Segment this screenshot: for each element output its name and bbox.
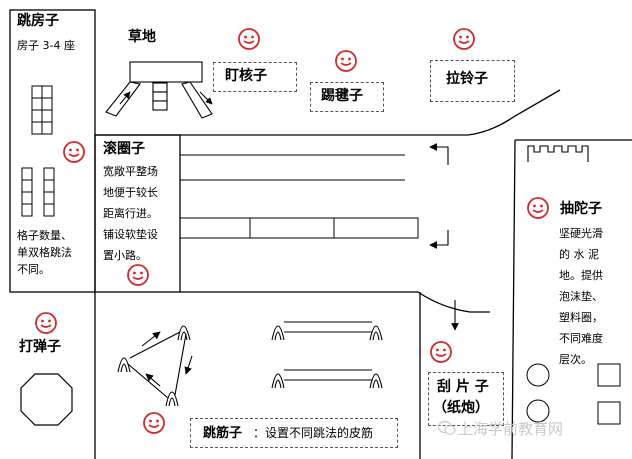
smiley-icon: [527, 197, 549, 219]
watermark-text: 上海学前教育网: [458, 420, 564, 438]
caodi-title: 草地: [128, 29, 156, 45]
smiley-icon: [238, 28, 260, 50]
wechat-icon: [438, 420, 456, 435]
chou-tuozi-note-4: 泡沫垫、: [559, 290, 603, 303]
smiley-icon: [335, 50, 357, 72]
gua-pianzi-title: 刮 片 子: [437, 379, 489, 395]
smiley-icon: [127, 264, 149, 286]
chou-tuozi-note-1: 坚硬光滑: [559, 227, 603, 240]
road-top-boundary: [95, 89, 561, 136]
ding-hezi-box: 盯核子: [213, 62, 297, 92]
chou-tuozi-note-2: 的 水 泥: [559, 248, 599, 261]
chou-tuozi-note-5: 塑料圈，: [559, 311, 603, 324]
tiao-jinzi-title: 跳筋子: [203, 426, 243, 441]
tiao-fangzi-title: 跳房子: [17, 13, 59, 29]
tiao-jinzi-note: ：设置不同跳法的皮筋: [253, 426, 374, 440]
smiley-icon: [430, 341, 452, 363]
chou-tuozi-note-6: 不同难度: [559, 332, 603, 345]
gun-quanzi-track: [179, 217, 419, 239]
caodi-platform: [129, 61, 203, 83]
gun-quanzi-note-5: 置小路。: [103, 249, 147, 262]
chou-tuozi-title: 抽陀子: [560, 201, 602, 217]
smiley-icon: [35, 312, 57, 334]
gun-quanzi-title: 滚圈子: [103, 141, 145, 157]
gun-quanzi-note-2: 地便于较长: [103, 186, 158, 199]
ti-jianzi-box: 踢毽子: [310, 82, 384, 112]
ding-hezi-title: 盯核子: [225, 68, 267, 84]
la-lingzi-box: 拉铃子: [430, 60, 515, 102]
smiley-icon: [63, 141, 85, 163]
castle-icon: [527, 145, 589, 162]
chou-tuozi-note-7: 层次。: [559, 353, 592, 366]
gun-quanzi-note-1: 宽敞平整场: [103, 165, 158, 178]
tiao-fangzi-subtitle: 房子 3-4 座: [17, 39, 75, 52]
smiley-icon: [143, 412, 165, 434]
tiao-fangzi-note-2: 单双格跳法: [17, 246, 72, 259]
da-danzi-octagon: [20, 373, 73, 426]
gua-pianzi-subtitle: （纸炮）: [433, 400, 489, 416]
smiley-icon: [453, 28, 475, 50]
tiao-fangzi-note-1: 格子数量、: [17, 229, 72, 242]
ti-jianzi-title: 踢毽子: [321, 88, 363, 104]
gua-pianzi-box: 刮 片 子 （纸炮）: [428, 372, 504, 426]
la-lingzi-title: 拉铃子: [446, 71, 488, 87]
gun-quanzi-note-4: 铺设软垫设: [103, 228, 158, 241]
road-right-edge: [417, 291, 490, 313]
tiao-fangzi-note-3: 不同。: [17, 263, 50, 276]
chou-tuozi-note-3: 地。提供: [559, 269, 603, 282]
da-danzi-title: 打弹子: [19, 339, 61, 355]
gun-quanzi-note-3: 距离行进。: [103, 207, 158, 220]
tiao-jinzi-box: 跳筋子 ：设置不同跳法的皮筋: [190, 418, 398, 448]
right-boundary-left: [511, 139, 516, 459]
